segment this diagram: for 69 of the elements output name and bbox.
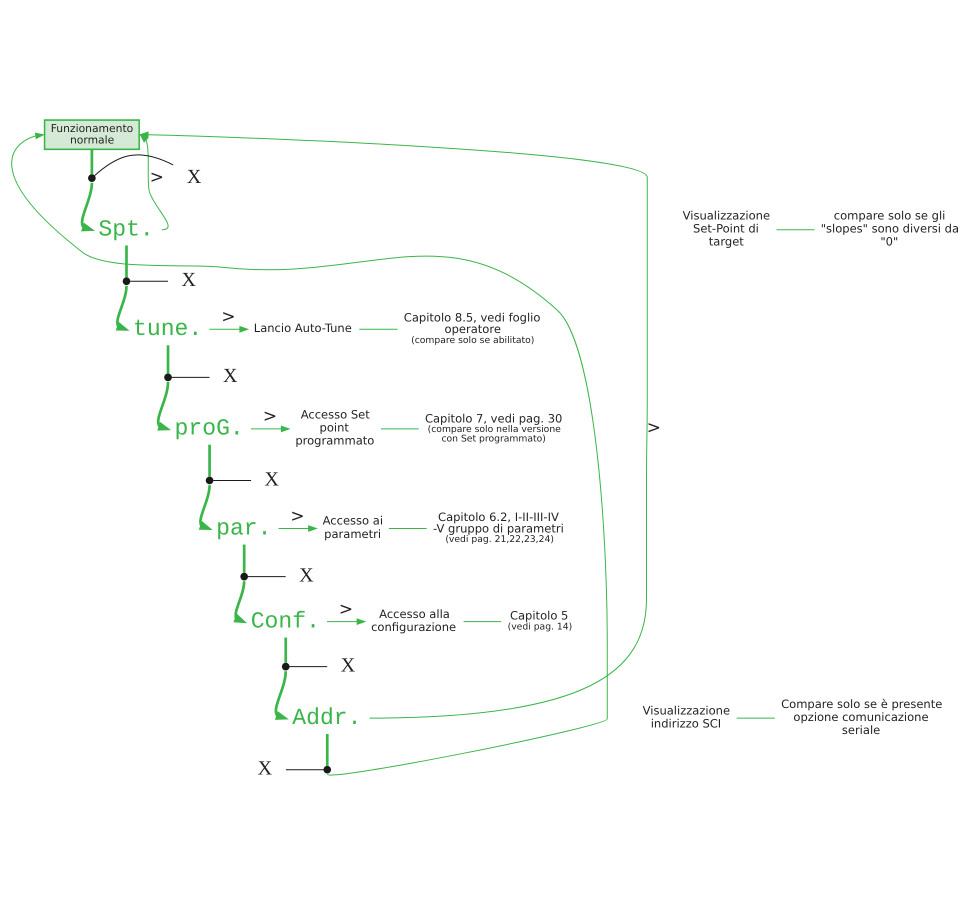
node-text: X <box>181 268 196 291</box>
node-text: Capitolo 7, vedi pag. 30 (compare solo nella versione con Set programmato) <box>424 410 562 444</box>
node-text: X <box>340 654 356 676</box>
edge-label: > <box>221 306 236 326</box>
node-box: Funzionamento normale <box>44 118 140 150</box>
node-text: X <box>299 564 314 586</box>
connector <box>380 428 420 429</box>
node-text: proG. <box>174 415 244 442</box>
arrow <box>250 425 291 432</box>
node-text: X <box>186 166 202 188</box>
node-text: compare solo se gli "slopes" sono diversi da "0" <box>820 208 960 248</box>
arrow <box>208 325 250 332</box>
node-text: Capitolo 6.2, I-II-III-IV -V gruppo di parametri (vedi pag. 21,22,23,24) <box>433 509 564 545</box>
node-circle <box>323 765 332 774</box>
node-text: Accesso alla configurazione <box>371 606 456 634</box>
edge-label: > <box>338 598 353 618</box>
connector <box>130 280 168 282</box>
node-text: Conf. <box>250 608 320 634</box>
connector <box>125 244 128 277</box>
node-text: X <box>223 364 238 387</box>
node-text: Compare solo se è presente opzione comunicazione seriale <box>781 696 942 736</box>
node-circle <box>164 373 172 381</box>
edge-label: > <box>262 405 278 426</box>
edge-label: > <box>290 504 305 525</box>
node-text: par. <box>216 514 272 541</box>
arrow <box>116 285 130 330</box>
connector <box>776 228 815 230</box>
connector <box>94 154 174 176</box>
node-circle <box>206 476 214 484</box>
connector <box>463 620 502 622</box>
node-text: tune. <box>133 316 202 342</box>
connector <box>166 344 170 374</box>
node-text: Lancio Auto-Tune <box>254 320 352 334</box>
connector <box>171 376 210 378</box>
node-text: Capitolo 5 (vedi pag. 14) <box>508 608 572 632</box>
node-circle <box>88 174 96 182</box>
arrow <box>326 618 366 625</box>
connector <box>288 666 328 667</box>
connector <box>358 328 398 330</box>
node-circle <box>240 572 248 580</box>
connector <box>242 544 246 572</box>
connector <box>90 148 94 174</box>
node-text: Addr. <box>292 704 362 730</box>
arrow <box>156 381 172 430</box>
arrow <box>278 524 318 532</box>
connector <box>736 717 776 718</box>
connector <box>212 479 252 480</box>
node-text: Accesso Set point programmato <box>295 407 374 448</box>
edge-label: > <box>150 166 164 186</box>
connector <box>247 576 286 577</box>
connector <box>208 444 211 476</box>
node-text: Visualizzazione Set-Point di target <box>682 208 770 248</box>
arrow <box>274 670 289 720</box>
node-text: Accesso ai parametri <box>322 513 384 540</box>
connector <box>388 528 428 529</box>
node-circle <box>122 276 130 285</box>
node-text: Spt. <box>98 216 154 242</box>
node-text: X <box>264 468 280 490</box>
arrow <box>233 580 248 623</box>
arrow <box>80 182 95 231</box>
connector <box>326 733 329 766</box>
connector <box>284 637 288 662</box>
edge-label: > <box>646 416 661 437</box>
connector <box>285 768 324 770</box>
node-text: Visualizzazione indirizzo SCI <box>642 702 730 730</box>
arrow <box>198 484 213 530</box>
node-text: X <box>258 757 272 780</box>
node-circle <box>282 662 290 670</box>
node-text: Capitolo 8.5, vedi foglio operatore (compare solo se abilitato) <box>404 310 540 346</box>
